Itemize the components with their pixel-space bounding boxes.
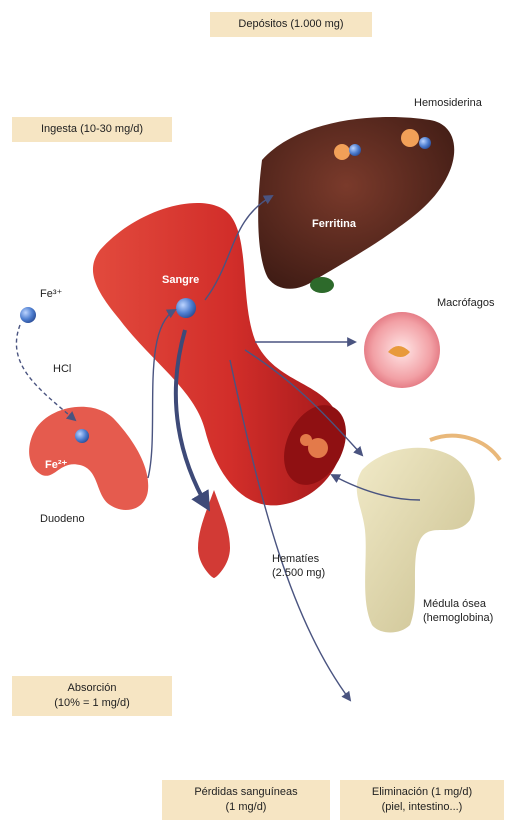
eliminacion-box: Eliminación (1 mg/d) (piel, intestino...…	[340, 780, 504, 820]
absorcion-title: Absorción	[18, 681, 166, 696]
label-duodeno: Duodeno	[40, 512, 85, 526]
label-ferritina: Ferritina	[312, 217, 356, 231]
absorcion-box: Absorción (10% = 1 mg/d)	[12, 676, 172, 716]
depositos-text: Depósitos (1.000 mg)	[238, 18, 343, 30]
perdidas-box: Pérdidas sanguíneas (1 mg/d)	[162, 780, 330, 820]
ingesta-box: Ingesta (10-30 mg/d)	[12, 117, 172, 142]
label-fe2: Fe²⁺	[45, 458, 67, 472]
absorcion-value: (10% = 1 mg/d)	[18, 696, 166, 711]
hematies-value: (2.500 mg)	[272, 566, 325, 580]
label-hematies: Hematíes (2.500 mg)	[272, 552, 325, 580]
eliminacion-value: (piel, intestino...)	[346, 800, 498, 815]
label-fe3: Fe³⁺	[40, 287, 62, 301]
label-sangre: Sangre	[162, 273, 199, 287]
label-hcl: HCl	[53, 362, 71, 376]
label-medula: Médula ósea (hemoglobina)	[423, 597, 493, 625]
eliminacion-title: Eliminación (1 mg/d)	[346, 785, 498, 800]
perdidas-title: Pérdidas sanguíneas	[168, 785, 324, 800]
macrophage-illustration	[364, 312, 440, 388]
medula-subtitle: (hemoglobina)	[423, 611, 493, 625]
medula-title: Médula ósea	[423, 597, 493, 611]
perdidas-value: (1 mg/d)	[168, 800, 324, 815]
depositos-box: Depósitos (1.000 mg)	[210, 12, 372, 37]
label-hemosiderina: Hemosiderina	[414, 96, 482, 110]
label-macrofagos: Macrófagos	[437, 296, 494, 310]
fe3-iron-dot-icon	[20, 307, 36, 323]
liver-illustration	[258, 117, 454, 293]
blood-drop-icon	[198, 490, 230, 578]
ingesta-text: Ingesta (10-30 mg/d)	[41, 123, 143, 135]
hematies-title: Hematíes	[272, 552, 325, 566]
